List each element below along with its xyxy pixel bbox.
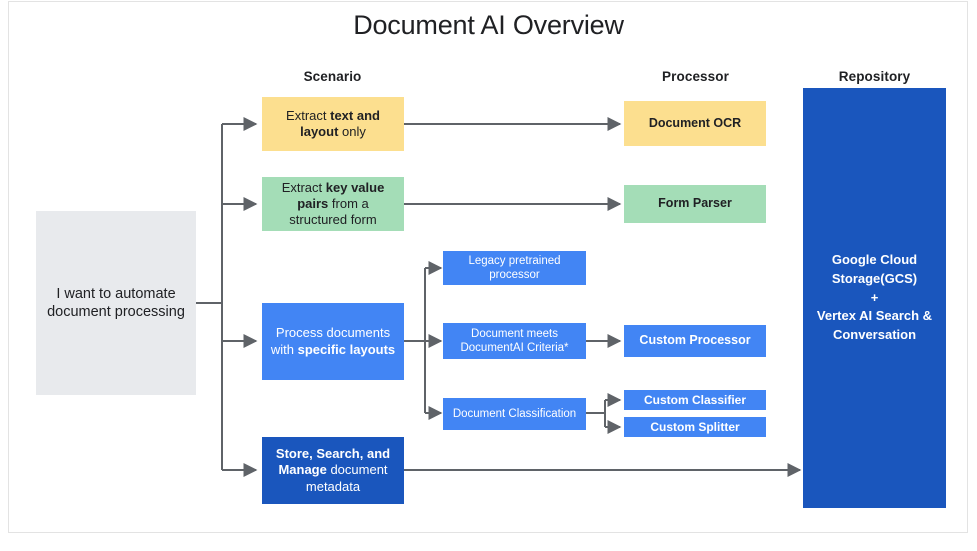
repository-line-1: Google Cloud xyxy=(831,251,918,267)
node-custom-splitter[interactable]: Custom Splitter xyxy=(624,417,766,437)
node-document-classification[interactable]: Document Classification xyxy=(443,398,586,430)
node-document-ocr-label: Document OCR xyxy=(648,115,742,130)
node-form-parser[interactable]: Form Parser xyxy=(624,185,766,223)
node-document-meets-criteria[interactable]: Document meets DocumentAI Criteria* xyxy=(443,323,586,359)
node-extract-text-layout-label: Extract text and layout only xyxy=(286,107,380,139)
column-header-processor: Processor xyxy=(662,69,729,84)
node-document-ocr[interactable]: Document OCR xyxy=(624,101,766,146)
node-custom-processor-label: Custom Processor xyxy=(639,333,751,348)
node-process-specific-layouts[interactable]: Process documents with specific layouts xyxy=(262,303,404,380)
node-extract-key-value[interactable]: Extract key value pairs from a structure… xyxy=(262,177,404,231)
node-custom-classifier[interactable]: Custom Classifier xyxy=(624,390,766,410)
node-custom-classifier-label: Custom Classifier xyxy=(643,392,747,407)
page-title: Document AI Overview xyxy=(353,10,624,40)
node-custom-processor[interactable]: Custom Processor xyxy=(624,325,766,357)
node-form-parser-label: Form Parser xyxy=(658,196,732,211)
node-document-meets-criteria-label: Document meets DocumentAI Criteria* xyxy=(460,327,569,354)
node-legacy-pretrained-processor-label: Legacy pretrained processor xyxy=(468,254,561,281)
node-store-search-manage-label: Store, Search, and Manage document metad… xyxy=(275,446,391,494)
repository-plus-sign: + xyxy=(870,289,879,305)
node-legacy-pretrained-processor[interactable]: Legacy pretrained processor xyxy=(443,251,586,285)
node-repository[interactable]: Google Cloud Storage(GCS) + Vertex AI Se… xyxy=(803,88,946,508)
node-store-search-manage[interactable]: Store, Search, and Manage document metad… xyxy=(262,437,404,504)
repository-line-3: Vertex AI Search & xyxy=(816,308,933,324)
node-input[interactable]: I want to automate document processing xyxy=(36,211,196,395)
canvas-border xyxy=(8,1,968,533)
repository-text-block: Google Cloud Storage(GCS) + Vertex AI Se… xyxy=(817,251,932,345)
repository-line-4: Conversation xyxy=(832,327,917,343)
column-header-repository: Repository xyxy=(838,69,911,84)
node-document-classification-label: Document Classification xyxy=(452,407,577,420)
column-header-scenario: Scenario xyxy=(303,69,362,84)
node-custom-splitter-label: Custom Splitter xyxy=(650,419,740,434)
node-extract-key-value-label: Extract key value pairs from a structure… xyxy=(281,179,385,228)
repository-line-2: Storage(GCS) xyxy=(831,270,918,286)
node-extract-text-layout[interactable]: Extract text and layout only xyxy=(262,97,404,151)
node-input-label: I want to automate document processing xyxy=(47,285,185,320)
node-process-specific-layouts-label: Process documents with specific layouts xyxy=(270,325,396,357)
